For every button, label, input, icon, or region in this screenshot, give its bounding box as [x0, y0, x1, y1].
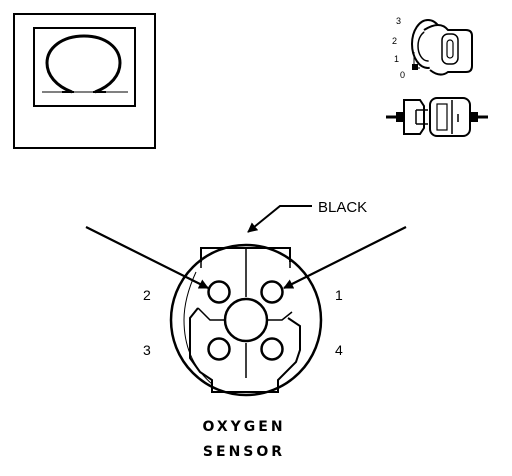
connector-icon [386, 97, 488, 137]
probe-lead-left [85, 226, 209, 289]
pin-number-label: 1 [335, 287, 343, 303]
ohm-symbol-icon [42, 34, 128, 94]
ohmmeter-panel [13, 13, 156, 149]
key-position-label: 0 [400, 70, 405, 80]
key-position-label: 2 [392, 36, 397, 46]
pin-1-cavity [260, 280, 284, 304]
pin-number-label: 4 [335, 342, 343, 358]
ignition-key-icon: 3 2 1 0 [392, 16, 473, 80]
key-position-label: 3 [396, 16, 401, 26]
pin-4-cavity [260, 337, 284, 361]
key-position-label: 1 [394, 54, 399, 64]
pin-3-cavity [207, 337, 231, 361]
pin-2-cavity [207, 280, 231, 304]
component-name-line1: OXYGEN [202, 419, 285, 435]
wire-color-label: BLACK [318, 199, 367, 216]
pin-number-label: 2 [143, 287, 151, 303]
pin-number-label: 3 [143, 342, 151, 358]
wire-color-callout: BLACK [247, 199, 367, 233]
component-name-line2: SENSOR [203, 444, 285, 460]
sensor-connector-face [169, 243, 323, 397]
probe-lead-right [283, 226, 407, 289]
